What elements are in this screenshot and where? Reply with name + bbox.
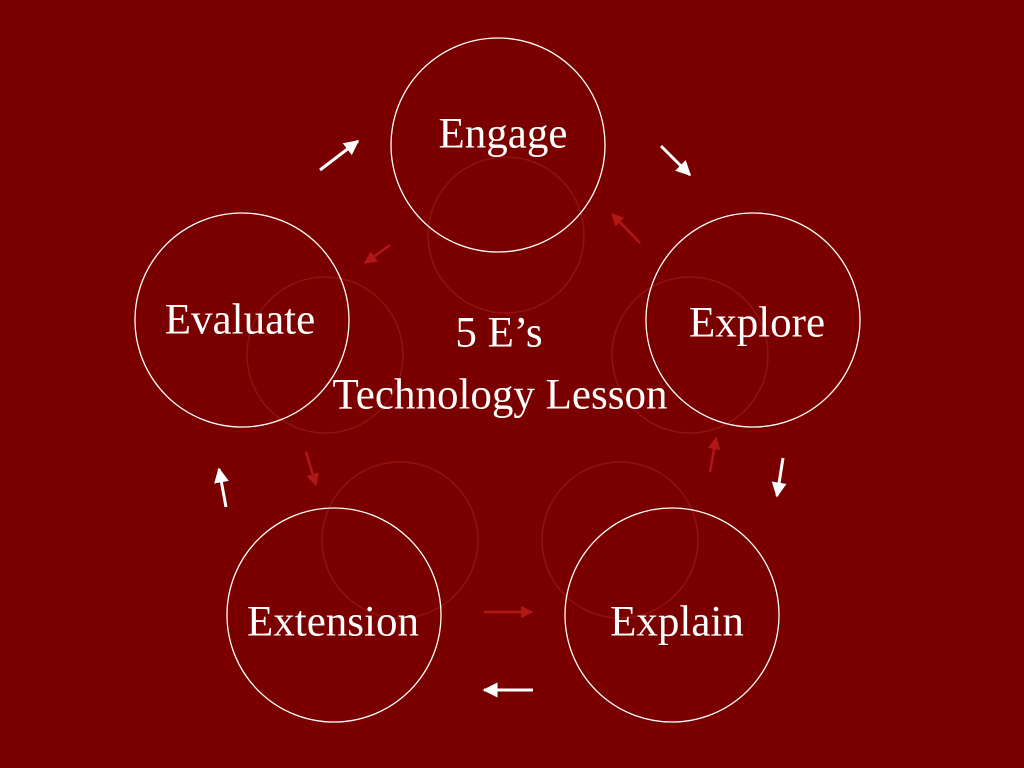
- arrow-evaluate-to-engage: [319, 139, 360, 172]
- explore-circle: [645, 212, 861, 428]
- stage-label-explore: Explore: [688, 299, 826, 347]
- ghost-cycle: [246, 156, 769, 619]
- ghost-circle: [611, 276, 769, 434]
- center-subtitle: Technology Lesson: [332, 371, 668, 419]
- center-title: 5 E’s: [455, 309, 543, 357]
- explain-circle: [564, 507, 780, 723]
- stage-label-engage: Engage: [438, 110, 568, 158]
- stage-label-evaluate: Evaluate: [164, 296, 316, 344]
- ghost-arrow: [707, 436, 721, 473]
- ghost-arrow: [363, 243, 391, 265]
- extension-circle: [226, 507, 442, 723]
- engage-circle: [390, 37, 606, 253]
- evaluate-circle: [134, 212, 350, 428]
- arrow-extension-to-evaluate: [214, 467, 229, 508]
- ghost-circle: [427, 156, 585, 314]
- ghost-circle: [541, 461, 699, 619]
- stage-label-extension: Extension: [247, 598, 419, 646]
- stage-label-explain: Explain: [610, 598, 744, 646]
- arrow-engage-to-explore: [659, 144, 692, 177]
- ghost-arrow: [304, 451, 319, 487]
- ghost-arrow: [611, 213, 641, 244]
- ghost-circle: [321, 461, 479, 619]
- arrow-explore-to-explain: [771, 457, 787, 498]
- ghost-circle: [246, 276, 404, 434]
